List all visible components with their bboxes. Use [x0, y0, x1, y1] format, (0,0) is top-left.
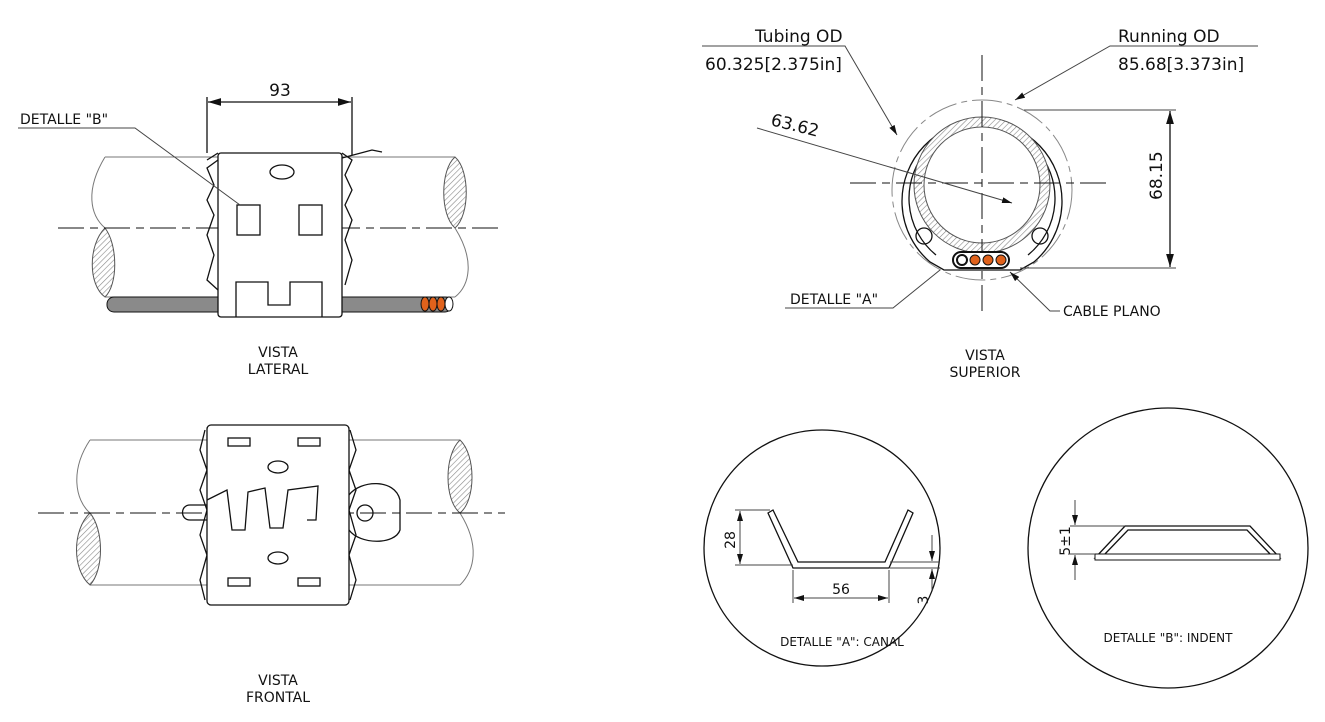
dimension-93-label: 93: [269, 81, 291, 101]
pipe-section-hatch-left: [91, 227, 116, 298]
frontal-view-title-1: VISTA: [258, 673, 298, 689]
detail-b: 5±1 DETALLE "B": INDENT: [1027, 407, 1309, 689]
detail-a-circle: [703, 429, 941, 667]
pipe-section-hatch-right: [447, 439, 473, 514]
detail-b-callout: DETALLE "B": [20, 112, 108, 128]
height-dimension-label: 68.15: [1147, 151, 1167, 200]
detail-a-height-label: 28: [723, 531, 739, 549]
detail-a-caption: DETALLE "A": CANAL: [780, 635, 904, 649]
lateral-view-title-2: LATERAL: [248, 362, 309, 378]
running-od-circle: [891, 99, 1073, 281]
top-view: Tubing OD 60.325[2.375in] Running OD 85.…: [702, 27, 1258, 381]
indent-profile: [1093, 525, 1282, 559]
pipe-section-hatch-right: [443, 156, 467, 229]
detail-a-width-label: 56: [832, 582, 850, 598]
detail-a-thickness-label: 3: [916, 596, 932, 605]
top-view-title-2: SUPERIOR: [949, 365, 1020, 381]
frontal-view-title-2: FRONTAL: [246, 690, 310, 706]
diameter-dimension-label: 63.62: [769, 110, 821, 141]
lateral-view: 93 DETALLE "B" VISTA LATERAL: [18, 81, 500, 378]
cable-conductors-icon: [420, 296, 454, 312]
top-view-title-1: VISTA: [965, 348, 1005, 364]
detail-a: 28 56 3 DETALLE "A": CANAL: [703, 429, 941, 667]
running-od-value: 85.68[3.373in]: [1118, 55, 1244, 75]
detail-b-height-label: 5±1: [1058, 526, 1074, 556]
detail-b-caption: DETALLE "B": INDENT: [1104, 631, 1234, 645]
cable-plano-label: CABLE PLANO: [1063, 304, 1161, 320]
tubing-od-value: 60.325[2.375in]: [705, 55, 842, 75]
flat-cable-section: [952, 251, 1010, 269]
channel-profile: [767, 509, 914, 569]
running-od-label: Running OD: [1118, 27, 1220, 47]
pipe-section-hatch-left: [76, 512, 101, 586]
lateral-view-title-1: VISTA: [258, 345, 298, 361]
frontal-view: VISTA FRONTAL: [38, 424, 505, 706]
clamp-body: [217, 152, 343, 318]
detail-a-callout: DETALLE "A": [790, 292, 878, 308]
detail-b-circle: [1027, 407, 1309, 689]
tubing-od-label: Tubing OD: [754, 27, 843, 47]
